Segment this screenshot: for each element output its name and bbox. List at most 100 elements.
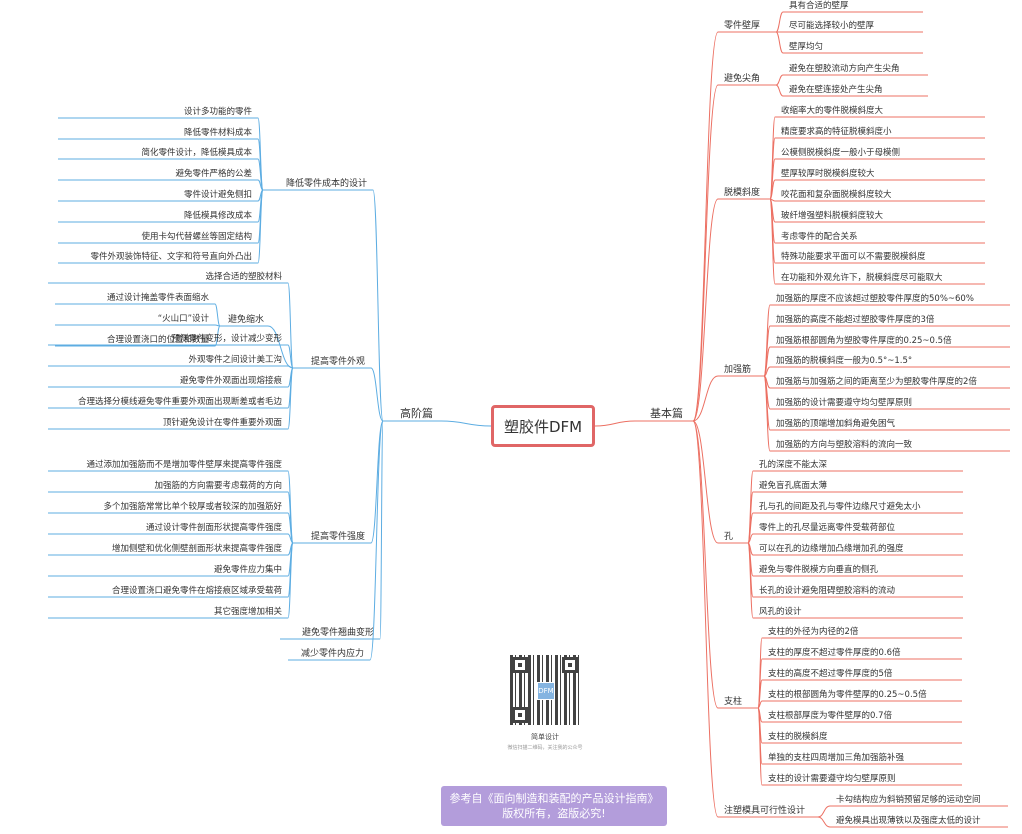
leaf-label[interactable]: 避免零件严格的公差 xyxy=(175,168,252,179)
leaf-label[interactable]: 长孔的设计避免阻碍塑胶溶料的流动 xyxy=(759,585,896,596)
leaf-label[interactable]: 多个加强筋常常比单个较厚或者较深的加强筋好 xyxy=(103,501,282,512)
group-label-2[interactable]: 脱模斜度 xyxy=(724,186,760,198)
leaf-line xyxy=(287,542,294,619)
leaf-label[interactable]: 顶针避免设计在零件重要外观面 xyxy=(163,417,283,428)
leaf-label[interactable]: 零件设计避免侧扣 xyxy=(184,189,252,200)
group-label-left-1[interactable]: 提高零件外观 xyxy=(311,355,365,367)
group-label-3[interactable]: 加强筋 xyxy=(724,363,751,375)
leaf-label[interactable]: 单独的支柱四周增加三角加强筋补强 xyxy=(768,752,905,763)
leaf-label[interactable]: 避免盲孔底面太薄 xyxy=(759,480,828,491)
leaf-label[interactable]: 孔与孔的间距及孔与零件边缘尺寸避免太小 xyxy=(759,501,921,512)
leaf-label[interactable]: 风孔的设计 xyxy=(759,606,802,617)
leaf-label[interactable]: 收缩率大的零件脱模斜度大 xyxy=(781,105,884,116)
leaf-label[interactable]: 玻纤增强塑料脱模斜度较大 xyxy=(781,210,884,221)
leaf-label[interactable]: 使用卡勾代替螺丝等固定结构 xyxy=(141,231,252,242)
group-line xyxy=(692,84,719,422)
group-label-1[interactable]: 避免尖角 xyxy=(724,72,760,84)
leaf-label[interactable]: 避免在塑胶流动方向产生尖角 xyxy=(789,63,900,74)
group-label-left-0[interactable]: 降低零件成本的设计 xyxy=(286,177,367,189)
leaf-line xyxy=(769,198,776,285)
branch-basic[interactable]: 基本篇 xyxy=(650,406,683,420)
leaf-label[interactable]: 通过设计掩盖零件表面缩水 xyxy=(107,292,210,303)
leaf-label[interactable]: 降低模具修改成本 xyxy=(184,210,253,221)
branch-line-advanced xyxy=(440,420,492,427)
leaf-label[interactable]: 支柱的设计需要遵守均匀壁厚原则 xyxy=(768,773,896,784)
leaf-label[interactable]: 壁厚较厚时脱模斜度较大 xyxy=(781,168,875,179)
leaf-label[interactable]: 在功能和外观允许下，脱模斜度尽可能取大 xyxy=(781,272,943,283)
leaf-label[interactable]: 壁厚均匀 xyxy=(789,41,823,52)
leaf-label[interactable]: 卡勾结构应为斜销预留足够的运动空间 xyxy=(836,794,981,805)
leaf-label[interactable]: 支柱的脱模斜度 xyxy=(768,731,828,742)
leaf-label[interactable]: 增加侧壁和优化侧壁剖面形状来提高零件强度 xyxy=(112,543,283,554)
group-label-left-4[interactable]: 减少零件内应力 xyxy=(301,647,364,659)
leaf-label[interactable]: 避免与零件脱模方向垂直的侧孔 xyxy=(759,564,879,575)
leaf-label[interactable]: 加强筋的设计需要遵守均匀壁厚原则 xyxy=(776,397,912,408)
leaf-label[interactable]: 选择合适的塑胶材料 xyxy=(205,271,282,282)
qr-center-logo: DFM xyxy=(537,682,555,700)
leaf-label[interactable]: 通过添加加强筋而不是增加零件壁厚来提高零件强度 xyxy=(86,459,282,470)
leaf-label[interactable]: 降低零件材料成本 xyxy=(184,127,253,138)
leaf-label[interactable]: 外观零件之间设计美工沟 xyxy=(188,354,282,365)
group-label-left-3[interactable]: 避免零件翘曲变形 xyxy=(302,626,374,638)
branch-advanced[interactable]: 高阶篇 xyxy=(400,406,433,420)
leaf-label[interactable]: 避免零件外观面出现熔接痕 xyxy=(180,375,283,386)
leaf-label[interactable]: 加强筋与加强筋之间的距离至少为塑胶零件厚度的2倍 xyxy=(776,376,977,387)
leaf-label[interactable]: 支柱的厚度不超过零件厚度的0.6倍 xyxy=(768,647,901,658)
leaf-label[interactable]: 可以在孔的边缘增加凸缘增加孔的强度 xyxy=(759,543,904,554)
leaf-label[interactable]: 孔的深度不能太深 xyxy=(759,459,828,470)
leaf-label[interactable]: 合理设置浇口避免零件在熔接痕区域承受载荷 xyxy=(112,585,283,596)
leaf-label[interactable]: 预测零件变形，设计减少变形 xyxy=(171,333,282,344)
leaf-label[interactable]: 加强筋的顶端增加斜角避免困气 xyxy=(776,418,896,429)
group-line xyxy=(372,189,384,422)
leaf-label[interactable]: 避免模具出现薄铁以及强度太低的设计 xyxy=(836,815,981,826)
leaf-label[interactable]: 支柱根部厚度为零件壁厚的0.7倍 xyxy=(768,710,893,721)
branch-line-basic xyxy=(594,420,636,427)
leaf-label[interactable]: 合理选择分模线避免零件重要外观面出现断差或者毛边 xyxy=(78,396,283,407)
leaf-label[interactable]: 考虑零件的配合关系 xyxy=(781,231,858,242)
group-line xyxy=(692,420,719,544)
leaf-label[interactable]: 精度要求高的特征脱模斜度小 xyxy=(781,126,892,137)
notice-line-1: 参考自《面向制造和装配的产品设计指南》 xyxy=(449,792,659,805)
subgroup-label[interactable]: 避免缩水 xyxy=(228,313,264,325)
leaf-label[interactable]: 设计多功能的零件 xyxy=(184,106,253,117)
leaf-label[interactable]: 加强筋的高度不能超过塑胶零件厚度的3倍 xyxy=(776,314,935,325)
leaf-label[interactable]: 尽可能选择较小的壁厚 xyxy=(789,20,875,31)
group-label-0[interactable]: 零件壁厚 xyxy=(724,19,760,31)
leaf-line xyxy=(747,542,754,619)
group-line xyxy=(692,420,719,709)
leaf-label[interactable]: 咬花面和复杂面脱模斜度较大 xyxy=(781,189,892,200)
leaf-label[interactable]: 加强筋的方向与塑胶溶料的流向一致 xyxy=(776,439,913,450)
leaf-label[interactable]: 避免在壁连接处产生尖角 xyxy=(789,84,883,95)
leaf-label[interactable]: 具有合适的壁厚 xyxy=(789,0,849,11)
leaf-label[interactable]: 支柱的高度不超过零件厚度的5倍 xyxy=(768,668,893,679)
group-line xyxy=(692,420,719,818)
leaf-label[interactable]: “火山口”设计 xyxy=(158,313,210,324)
leaf-label[interactable]: 公模侧脱模斜度一般小于母模侧 xyxy=(781,147,900,158)
leaf-label[interactable]: 通过设计零件剖面形状提高零件强度 xyxy=(146,522,283,533)
group-line xyxy=(369,420,384,661)
leaf-label[interactable]: 加强筋的脱模斜度一般为0.5°~1.5° xyxy=(776,355,912,366)
leaf-label[interactable]: 支柱的根部圆角为零件壁厚的0.25~0.5倍 xyxy=(768,689,927,700)
leaf-label[interactable]: 加强筋的厚度不应该超过塑胶零件厚度的50%~60% xyxy=(776,293,974,304)
root-label: 塑胶件DFM xyxy=(503,417,583,436)
group-label-4[interactable]: 孔 xyxy=(724,531,733,542)
group-label-5[interactable]: 支柱 xyxy=(724,695,742,707)
group-label-6[interactable]: 注塑模具可行性设计 xyxy=(724,804,805,816)
leaf-label[interactable]: 合理设置浇口的位置和数量 xyxy=(107,334,210,345)
leaf-label[interactable]: 零件外观装饰特征、文字和符号直向外凸出 xyxy=(90,251,252,262)
leaf-label[interactable]: 其它强度增加相关 xyxy=(214,606,283,617)
qr-caption-subtitle: 微信扫描二维码，关注我的公众号 xyxy=(507,745,583,751)
root-node[interactable]: 塑胶件DFM xyxy=(491,405,595,447)
leaf-line xyxy=(287,344,294,369)
leaf-label[interactable]: 避免零件应力集中 xyxy=(214,564,282,575)
leaf-line xyxy=(769,179,776,200)
leaf-label[interactable]: 加强筋的方向需要考虑载荷的方向 xyxy=(154,480,282,491)
group-line xyxy=(692,375,719,422)
leaf-label[interactable]: 特殊功能要求平面可以不需要脱模斜度 xyxy=(781,251,926,262)
leaf-label[interactable]: 零件上的孔尽量远离零件受载荷部位 xyxy=(759,522,896,533)
leaf-label[interactable]: 加强筋根部圆角为塑胶零件厚度的0.25~0.5倍 xyxy=(776,335,952,346)
leaf-label[interactable]: 简化零件设计，降低模具成本 xyxy=(141,147,252,158)
group-label-left-2[interactable]: 提高零件强度 xyxy=(311,530,365,542)
leaf-label[interactable]: 支柱的外径为内径的2倍 xyxy=(768,626,859,637)
